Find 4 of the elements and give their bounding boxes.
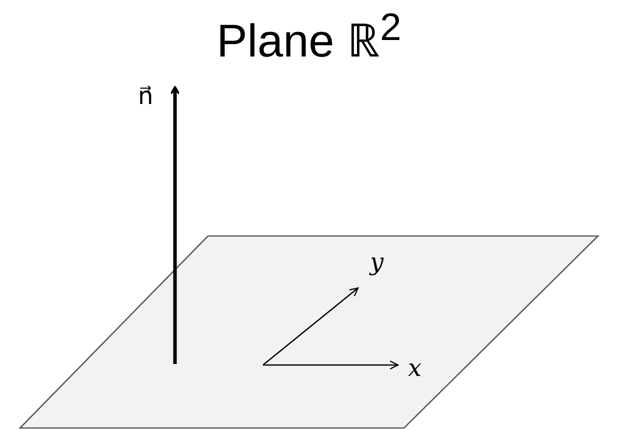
vector-label: n⃗ — [138, 84, 154, 108]
diagram-title: Plane ℝ$^{2}$ — [216, 6, 402, 68]
axis-label: x — [408, 356, 422, 380]
axis-label: y — [370, 250, 384, 274]
